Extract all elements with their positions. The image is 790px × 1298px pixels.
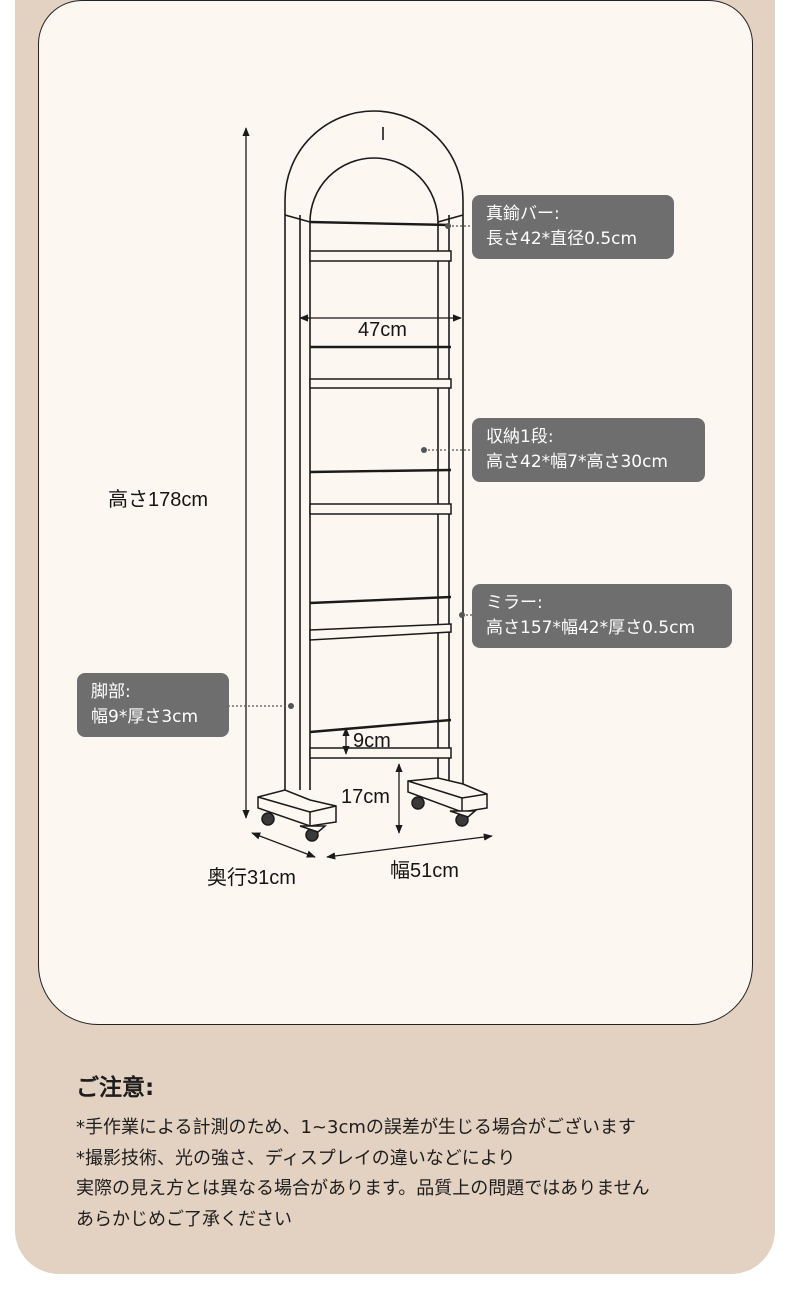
width-label: 幅51cm xyxy=(390,860,459,882)
caster-wheels xyxy=(261,796,478,842)
callout-leg-title: 脚部: xyxy=(91,682,131,702)
callout-brass-bar-title: 真鍮バー: xyxy=(486,204,560,224)
callout-storage-title: 収納1段: xyxy=(486,427,554,447)
leader-dots xyxy=(288,223,465,709)
callout-leg: 脚部: 幅9*厚さ3cm xyxy=(77,673,229,737)
depth-label: 奥行31cm xyxy=(207,867,296,889)
clearance-label: 17cm xyxy=(341,786,390,808)
left-foot xyxy=(257,789,337,827)
shelves xyxy=(309,250,452,759)
notes-line: あらかじめご了承ください xyxy=(76,1208,292,1230)
frame-outline xyxy=(284,110,464,790)
notes-line: *手作業による計測のため、1~3cmの誤差が生じる場合がございます xyxy=(76,1117,636,1138)
notes-body: *手作業による計測のため、1~3cmの誤差が生じる場合がございます *撮影技術、… xyxy=(76,1113,766,1235)
callout-brass-bar: 真鍮バー: 長さ42*直径0.5cm xyxy=(472,195,674,259)
inner-width-label: 47cm xyxy=(358,319,407,341)
right-foot xyxy=(407,777,488,813)
dimension-lines xyxy=(242,127,493,860)
callout-leg-detail: 幅9*厚さ3cm xyxy=(91,707,199,727)
height-label: 高さ178cm xyxy=(108,489,209,511)
leader-lines xyxy=(228,225,472,707)
shelf-gap-label: 9cm xyxy=(353,730,391,752)
callout-mirror-title: ミラー: xyxy=(486,593,543,613)
callout-brass-bar-detail: 長さ42*直径0.5cm xyxy=(486,229,638,249)
callout-mirror: ミラー: 高さ157*幅42*厚さ0.5cm xyxy=(472,584,732,648)
notes-title: ご注意: xyxy=(76,1075,155,1101)
width-dimension-line xyxy=(326,833,493,860)
brass-bar xyxy=(309,220,451,227)
callout-storage-detail: 高さ42*幅7*高さ30cm xyxy=(486,452,668,472)
callout-storage: 収納1段: 高さ42*幅7*高さ30cm xyxy=(472,418,705,482)
notes-line: 実際の見え方とは異なる場合があります。品質上の問題ではありません xyxy=(76,1178,650,1199)
callout-mirror-detail: 高さ157*幅42*厚さ0.5cm xyxy=(486,618,696,638)
notes-line: *撮影技術、光の強さ、ディスプレイの違いなどにより xyxy=(76,1147,516,1169)
depth-dimension-line xyxy=(251,832,316,858)
